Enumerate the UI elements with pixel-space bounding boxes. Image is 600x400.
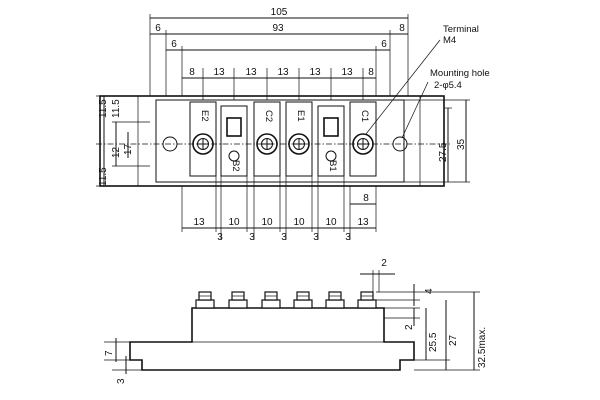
side-right-dimensions: 4 2 25.5 27 32.5max.	[376, 284, 488, 371]
pitch-dim: 13	[213, 67, 225, 78]
terminal-label-c2: C2	[263, 110, 274, 122]
bottom-dim: 10	[325, 217, 337, 228]
gap-dim: 3	[345, 232, 351, 243]
pitch-dim: 13	[245, 67, 257, 78]
terminal-label-e1: E1	[295, 110, 306, 122]
side-right-dim: 4	[424, 288, 435, 294]
pitch-dim: 8	[368, 67, 374, 78]
base-plate-outline	[99, 95, 445, 187]
terminal-screws	[192, 117, 374, 162]
screw-icon	[323, 117, 339, 162]
pitch-dim: 8	[189, 67, 195, 78]
terminal-stud-icon	[325, 291, 345, 309]
side-left-dim: 7	[104, 350, 115, 356]
left-dim: 11.5	[98, 99, 109, 118]
dim-left-offset-2: 6	[171, 39, 177, 50]
bay-c1	[349, 101, 377, 177]
dim-right-offset-1: 8	[399, 23, 405, 34]
side-left-dim: 3	[116, 378, 127, 384]
screw-icon	[352, 133, 374, 155]
terminal-stud-icon	[228, 291, 248, 309]
terminal-label-b2: B2	[230, 160, 241, 172]
side-body-outline	[129, 307, 415, 371]
callout-mounting-hole: Mounting hole	[430, 68, 490, 79]
right-dimensions: 27.5 35	[404, 99, 470, 183]
gap-dim: 3	[281, 232, 287, 243]
top-view: E2 B2 C2 E1 B1 C1 105 6 93 8 6 6	[96, 7, 490, 243]
mounting-hole-right	[392, 136, 408, 152]
leader-mounting-hole	[401, 81, 429, 139]
dim-inner-width: 93	[272, 23, 284, 34]
terminal-label-c1: C1	[359, 110, 370, 122]
mounting-hole-left	[162, 136, 178, 152]
bay-b2	[220, 105, 248, 177]
bottom-dimensions: 13 10 10 10 10 13 3 3 3 3 3	[181, 176, 377, 243]
callout-terminal-size: M4	[443, 35, 456, 46]
side-right-dim: 25.5	[428, 332, 439, 352]
terminal-label-b1: B1	[327, 160, 338, 172]
side-right-dim: 27	[448, 334, 459, 346]
side-terminals	[195, 291, 377, 309]
left-dim: 17	[123, 143, 134, 155]
gap-dim: 3	[249, 232, 255, 243]
bottom-dim: 10	[228, 217, 240, 228]
pitch-dim: 13	[277, 67, 289, 78]
side-top-dim: 2	[381, 258, 387, 269]
right-dim-outer: 35	[456, 138, 467, 150]
slot-dim: 8	[363, 193, 369, 204]
pitch-dim: 13	[309, 67, 321, 78]
dim-overall-width: 105	[271, 7, 288, 18]
bay-e2	[189, 101, 217, 177]
screw-icon	[288, 133, 310, 155]
bottom-dim: 10	[293, 217, 305, 228]
bottom-dim: 13	[193, 217, 205, 228]
screw-icon	[226, 117, 242, 162]
side-right-dim: 2	[404, 324, 415, 330]
dim-right-offset-2: 6	[381, 39, 387, 50]
terminal-stud-icon	[357, 291, 377, 309]
side-left-dimensions: 7 3	[104, 338, 142, 384]
left-dimensions: 11.5 11.5 11.5 12 17	[96, 95, 150, 187]
bay-c2	[253, 101, 281, 177]
terminal-stud-icon	[195, 291, 215, 309]
dim-left-offset-1: 6	[155, 23, 161, 34]
side-right-dim: 32.5max.	[477, 327, 488, 368]
callout-mounting-hole-size: 2-φ5.4	[434, 80, 462, 91]
leader-terminal	[365, 39, 441, 135]
screw-icon	[192, 133, 214, 155]
bottom-dim: 13	[357, 217, 369, 228]
terminal-stud-icon	[293, 291, 313, 309]
gap-dim: 3	[313, 232, 319, 243]
bay-b1	[317, 105, 345, 177]
terminal-bays	[189, 101, 377, 177]
terminal-label-e2: E2	[199, 110, 210, 122]
callout-terminal: Terminal	[443, 24, 479, 35]
side-top-dimension: 2	[360, 258, 395, 292]
screw-icon	[256, 133, 278, 155]
bottom-dim: 10	[261, 217, 273, 228]
right-dim-inner: 27.5	[438, 142, 449, 162]
top-dimensions: 105 6 93 8 6 6 8 13 13 13 13 13 8	[149, 7, 409, 100]
bay-e1	[285, 101, 313, 177]
terminal-stud-icon	[261, 291, 281, 309]
pitch-dim: 13	[341, 67, 353, 78]
left-dim: 12	[111, 146, 122, 158]
left-dim: 11.5	[98, 167, 109, 186]
side-view: 2 4 2 25.5 27 32.5max.	[104, 258, 488, 384]
left-dim: 11.5	[111, 99, 122, 118]
callouts: Terminal M4 Mounting hole 2-φ5.4	[365, 24, 490, 139]
slot-dimension: 8	[349, 186, 377, 210]
gap-dim: 3	[217, 232, 223, 243]
